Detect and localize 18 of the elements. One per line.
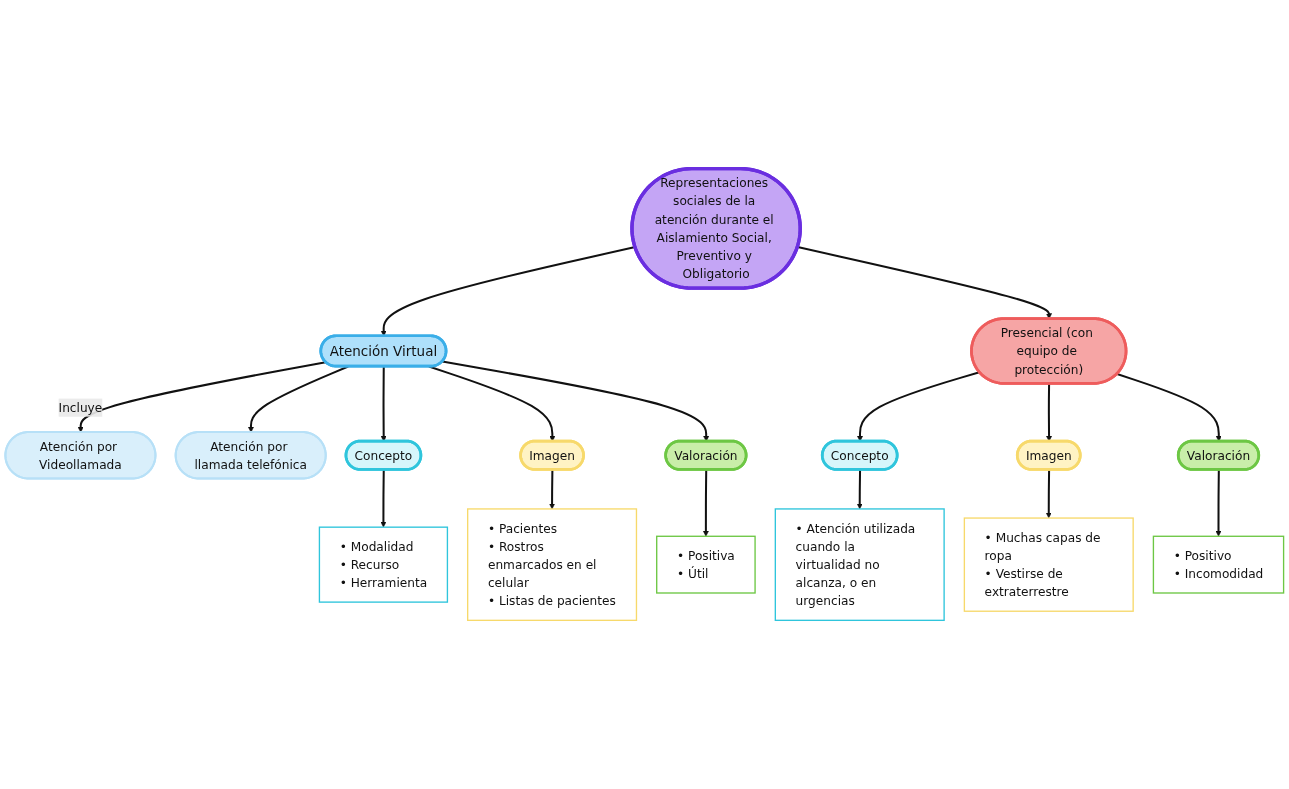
node-box: • Pacientes • Rostros enmarcados en el celular • Listas de pacientes [467,508,638,621]
arrow [549,469,556,510]
node-box: • Muchas capas de ropa • Vestirse de extraterrestre [963,517,1134,612]
node-box: • Modalidad • Recurso • Herramienta [318,526,449,603]
node-box: • Atención utilizada cuando la virtualidad no alcanza, o en urgencias [774,508,945,621]
arrow [1116,373,1222,442]
edge-label: Incluye [58,400,103,415]
arrow [1215,469,1222,537]
arrow [442,360,710,442]
arrow [1045,469,1052,519]
arrow [1046,383,1052,442]
node-box: • Positiva • Útil [656,535,756,594]
arrow [380,469,387,528]
arrow [857,371,980,442]
arrow [856,469,863,510]
arrow [380,366,387,442]
arrow [702,469,709,537]
node-box: • Positivo • Incomodidad [1152,535,1285,594]
